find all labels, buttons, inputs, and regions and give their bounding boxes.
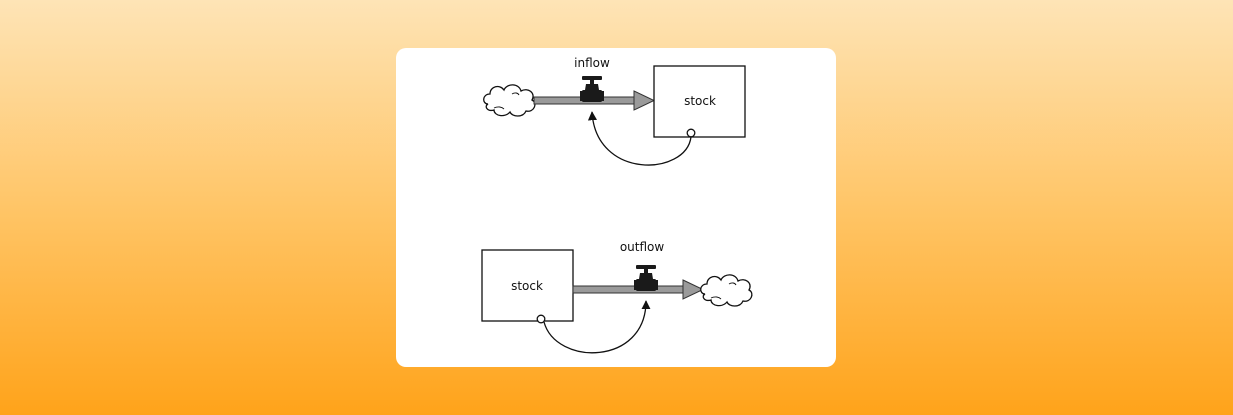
outflow-stock-label: stock (511, 279, 543, 293)
inflow-feedback-origin (686, 128, 696, 138)
outflow-label: outflow (620, 240, 665, 254)
sink-cloud-icon (700, 274, 753, 307)
inflow-valve-icon (580, 76, 604, 102)
inflow-diagram: inflow stock (483, 56, 746, 166)
outflow-diagram: stock outflow (481, 240, 753, 354)
outflow-valve-icon (634, 265, 658, 291)
inflow-stock-box (653, 65, 746, 138)
diagram-card: inflow stock stock outflow (396, 48, 836, 367)
stock-flow-diagrams: inflow stock stock outflow (481, 56, 753, 354)
outflow-feedback-origin (536, 314, 546, 324)
inflow-feedback-arrow (587, 111, 692, 166)
inflow-stock-label: stock (684, 94, 716, 108)
source-cloud-icon (483, 84, 536, 117)
outflow-pipe (572, 279, 705, 300)
outflow-feedback-arrow (543, 300, 651, 354)
inflow-label: inflow (574, 56, 610, 70)
